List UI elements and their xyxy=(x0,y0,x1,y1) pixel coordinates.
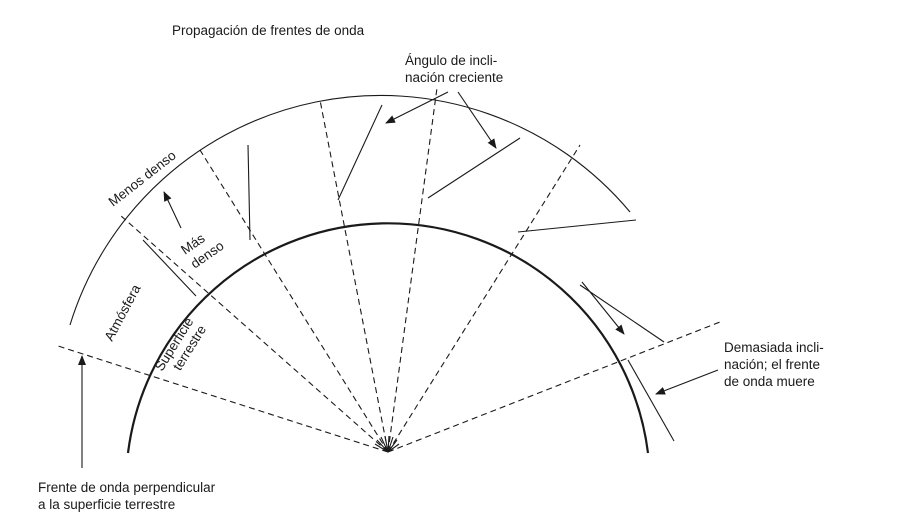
arrow-dying-front xyxy=(655,369,719,395)
wavefront-dying xyxy=(627,359,675,442)
label-too-much-tilt: Demasiada incli- nación; el frente de on… xyxy=(724,340,828,389)
wave-fronts xyxy=(142,104,675,442)
wavefront-tilted-1 xyxy=(337,104,383,201)
label-increasing-angle: Ángulo de incli- nación creciente xyxy=(405,53,503,85)
wavefront-perpendicular-left xyxy=(142,239,197,297)
diagram-title: Propagación de frentes de onda xyxy=(172,23,365,38)
earth-centre-burst xyxy=(374,435,400,453)
label-earth-surface: Superficie terrestre xyxy=(152,312,211,382)
label-atmosphere: Atmósfera xyxy=(101,282,143,344)
atmosphere-boundary-arc xyxy=(69,94,631,326)
label-perpendicular-front: Frente de onda perpendicular a la superf… xyxy=(38,480,219,512)
arrow-less-dense xyxy=(163,191,182,229)
label-more-dense: Más denso xyxy=(178,224,226,271)
wavefront-tilted-2 xyxy=(427,137,521,199)
arrow-angle-left xyxy=(385,91,449,124)
arrow-curved-front xyxy=(581,281,625,335)
arrows xyxy=(78,91,719,468)
wavefront-vertical xyxy=(247,144,251,241)
arrow-angle-right xyxy=(457,91,497,149)
radial-lines xyxy=(54,87,721,453)
wavefront-tilted-3 xyxy=(517,219,637,233)
wavefront-tilted-4 xyxy=(579,284,665,343)
earth-surface-arc xyxy=(126,222,650,454)
